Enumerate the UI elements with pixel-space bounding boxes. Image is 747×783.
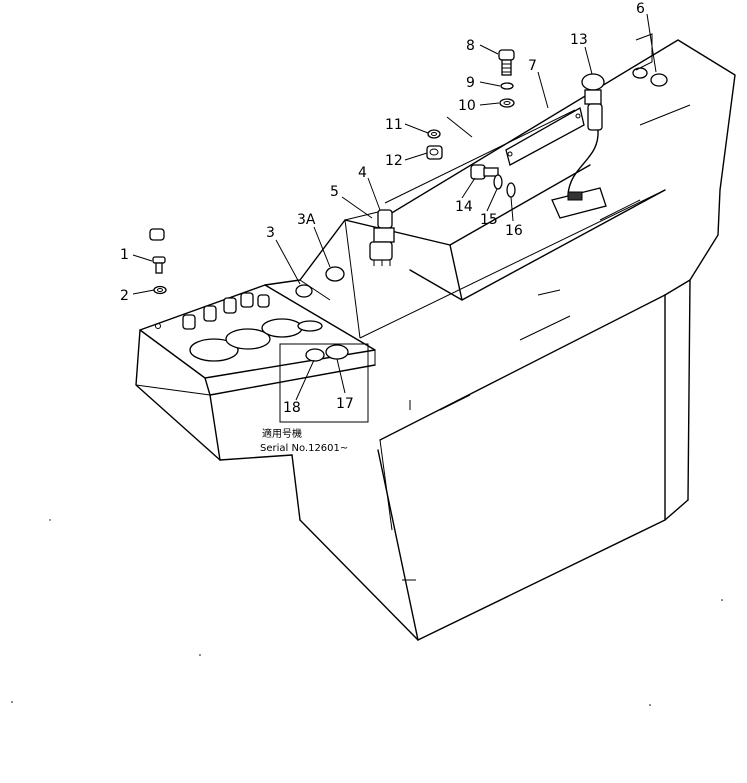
panel-switches — [182, 292, 270, 330]
gauge-left — [189, 338, 239, 362]
part-9-washer — [500, 82, 514, 90]
callout-6: 6 — [636, 1, 645, 17]
part-13-switch — [551, 73, 607, 219]
serial-note-line1: 適用号機 — [262, 427, 302, 440]
callout-7: 7 — [528, 58, 537, 74]
callout-9: 9 — [466, 75, 475, 91]
part-14-bolt — [470, 164, 499, 180]
part-11-washer — [427, 129, 441, 139]
part-7-bracket — [505, 107, 585, 166]
part-3a-cap — [325, 266, 345, 282]
instrument-panel — [135, 219, 376, 461]
callout-11: 11 — [385, 117, 403, 133]
part-16-washer — [506, 182, 516, 198]
part-2-washer — [153, 285, 167, 295]
console-body — [291, 39, 736, 641]
part-18-pilot-lamp — [305, 348, 325, 362]
callout-10: 10 — [458, 98, 476, 114]
callout-15: 15 — [480, 212, 498, 228]
callout-1: 1 — [120, 247, 129, 263]
gauge-right — [261, 318, 303, 338]
part-15-washer — [493, 174, 503, 190]
part-4-switch — [369, 209, 395, 266]
callout-8: 8 — [466, 38, 475, 54]
serial-note-line2: Serial No.12601~ — [260, 443, 348, 454]
callouts: 1 2 3 3A 4 5 6 7 8 9 10 11 12 13 14 15 1… — [120, 1, 645, 416]
leader-lines — [132, 13, 657, 401]
part-12-nut — [426, 145, 443, 160]
part-6-caps — [632, 67, 668, 87]
callout-16: 16 — [505, 223, 523, 239]
callout-12: 12 — [385, 153, 403, 169]
callout-2: 2 — [120, 288, 129, 304]
detail-box — [279, 343, 369, 423]
scan-dots — [11, 519, 723, 706]
callout-5: 5 — [330, 184, 339, 200]
part-10-washer — [499, 98, 515, 108]
part-3-cap — [295, 284, 313, 298]
callout-17: 17 — [336, 396, 354, 412]
part-17-pilot-lamp — [325, 344, 349, 360]
gauge-center — [225, 328, 271, 350]
callout-3: 3 — [266, 225, 275, 241]
callout-13: 13 — [570, 32, 588, 48]
serial-note: 適用号機 Serial No.12601~ — [260, 427, 348, 454]
callout-18: 18 — [283, 400, 301, 416]
mounting-rail — [384, 109, 576, 204]
callout-14: 14 — [455, 199, 473, 215]
part-1-screw — [149, 228, 166, 274]
gauge-small — [297, 320, 323, 332]
callout-3a: 3A — [297, 212, 316, 228]
callout-4: 4 — [358, 165, 367, 181]
part-8-bolt — [498, 49, 515, 76]
